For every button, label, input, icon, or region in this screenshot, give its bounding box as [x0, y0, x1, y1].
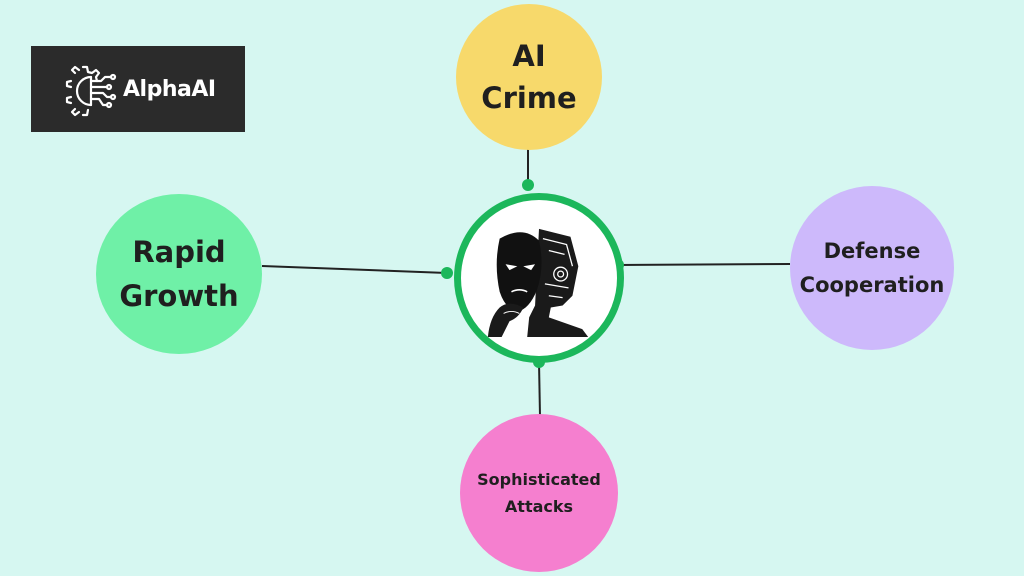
- center-hub: [454, 193, 624, 363]
- node-rapid-growth: Rapid Growth: [96, 194, 262, 354]
- gear-circuit-icon: [65, 65, 117, 117]
- connector-dot-left: [441, 267, 453, 279]
- node-ai-crime-label: AI Crime: [481, 39, 577, 115]
- connector-right: [617, 263, 791, 266]
- alphaai-logo: AlphaAI: [31, 46, 245, 132]
- node-rapid-growth-label: Rapid Growth: [119, 235, 239, 313]
- node-ai-crime: AI Crime: [456, 4, 602, 150]
- connector-left: [261, 265, 448, 274]
- connector-bottom: [538, 361, 541, 417]
- node-sophisticated-attacks: Sophisticated Attacks: [460, 414, 618, 572]
- node-defense-cooperation: Defense Cooperation: [790, 186, 954, 350]
- mask-and-robot-icon: [487, 228, 589, 337]
- node-defense-cooperation-label: Defense Cooperation: [799, 239, 945, 297]
- node-sophisticated-attacks-label: Sophisticated Attacks: [477, 470, 601, 516]
- logo-text: AlphaAI: [123, 76, 216, 102]
- connector-dot-top: [522, 179, 534, 191]
